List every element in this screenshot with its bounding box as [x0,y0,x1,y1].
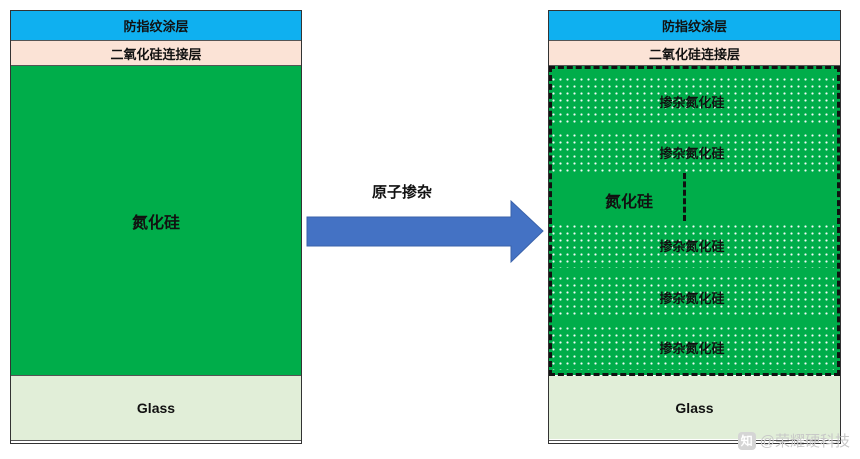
doping-region-outline [549,66,840,376]
doping-arrow-label: 原子掺杂 [372,184,433,201]
left-afp-layer: 防指纹涂层 [11,11,301,41]
doped-sin-layer: 掺杂氮化硅 [550,223,834,268]
right-glass-label: Glass [675,399,714,416]
left-sin-label: 氮化硅 [131,214,180,232]
right-layer-stack: 防指纹涂层 二氧化硅连接层 掺杂氮化硅 掺杂氮化硅 掺杂氮化硅 掺杂氮化硅 掺杂… [548,10,841,444]
left-afp-label: 防指纹涂层 [123,19,189,34]
doped-sin-layer: 掺杂氮化硅 [550,76,834,126]
doped-sin-layer: 掺杂氮化硅 [550,132,834,173]
right-glass-layer: Glass [549,376,840,439]
watermark: 知 @荣耀硬科技 [737,430,850,451]
left-glass-edge [11,440,301,441]
left-layer-stack: 防指纹涂层 二氧化硅连接层 氮化硅 Glass [10,10,302,444]
right-arrow-icon [306,199,544,264]
doped-sin-layer: 掺杂氮化硅 [550,275,834,319]
right-sin-label: 氮化硅 [605,194,654,211]
right-sio2-layer: 二氧化硅连接层 [549,41,840,66]
right-glass-edge [549,440,840,441]
right-afp-label: 防指纹涂层 [661,19,727,34]
left-sio2-layer: 二氧化硅连接层 [11,41,301,66]
watermark-text: @荣耀硬科技 [759,433,850,450]
doped-sin-label: 掺杂氮化硅 [659,146,725,161]
left-glass-label: Glass [136,400,176,416]
doped-sin-label: 掺杂氮化硅 [659,94,725,110]
doped-sin-label: 掺杂氮化硅 [659,341,725,356]
doped-sin-layer: 掺杂氮化硅 [550,325,834,370]
left-sio2-label: 二氧化硅连接层 [110,46,202,62]
doped-sin-label: 掺杂氮化硅 [659,290,725,306]
doping-region-divider [683,173,686,221]
right-afp-layer: 防指纹涂层 [549,11,840,41]
left-glass-layer: Glass [11,375,301,440]
right-sio2-label: 二氧化硅连接层 [648,46,740,62]
doped-sin-label: 掺杂氮化硅 [659,239,725,254]
zhihu-logo-icon: 知 [737,431,756,450]
left-sin-layer: 氮化硅 [11,66,301,375]
